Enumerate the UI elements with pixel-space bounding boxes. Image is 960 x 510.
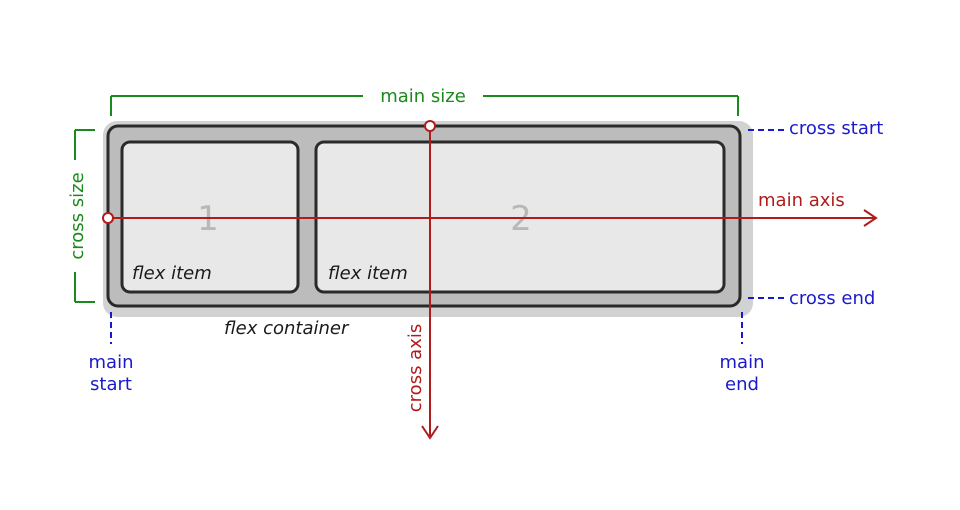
- main-start-label-line2: start: [90, 374, 132, 395]
- cross-axis-label: cross axis: [405, 324, 426, 412]
- main-size-bracket: [110, 95, 739, 116]
- cross-axis-arrow: [421, 120, 439, 440]
- main-size-label: main size: [380, 86, 466, 107]
- flex-container-label: flex container: [224, 318, 350, 339]
- flex-item-2-label: flex item: [328, 263, 408, 284]
- main-end-label-line1: main: [720, 352, 765, 373]
- main-axis-label: main axis: [758, 190, 845, 211]
- flex-item-1-label: flex item: [132, 263, 212, 284]
- cross-axis-origin-icon: [424, 120, 436, 132]
- cross-size-label: cross size: [67, 172, 88, 259]
- main-end-label-line2: end: [725, 374, 759, 395]
- main-axis-arrow: [102, 209, 878, 227]
- main-axis-origin-icon: [102, 212, 114, 224]
- cross-end-label: cross end: [789, 288, 875, 309]
- cross-start-label: cross start: [789, 118, 883, 139]
- cross-size-bracket: [74, 129, 95, 303]
- main-start-label-line1: main: [89, 352, 134, 373]
